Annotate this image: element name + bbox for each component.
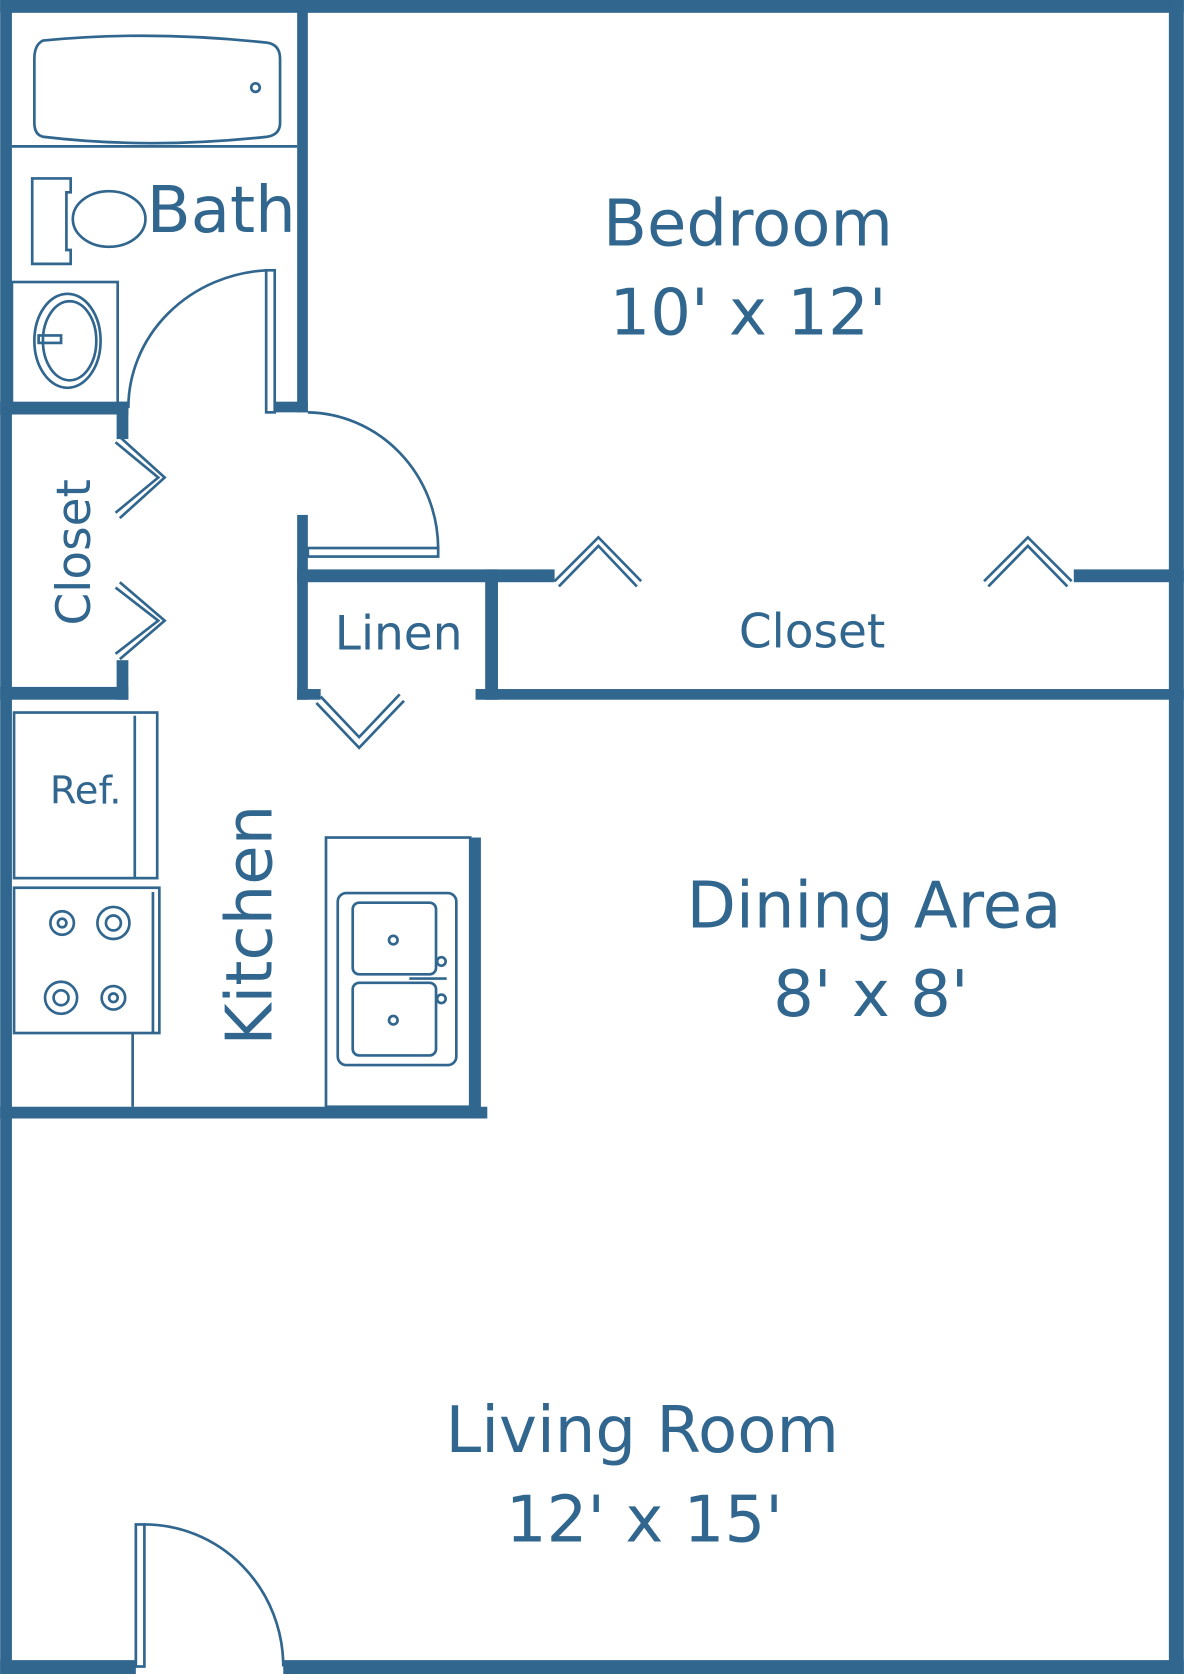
outer-wall-top [0, 0, 1184, 13]
front-door-swing [144, 1523, 285, 1667]
front-door-leaf[interactable] [134, 1523, 146, 1668]
linen-top-wall [297, 569, 555, 583]
outer-wall-bottom-right [283, 1660, 1184, 1674]
left-closet-bifold-bottom-inner [114, 586, 161, 655]
bedroom-closet-bifold-right-inner [987, 543, 1069, 588]
sink-bowl-bottom [351, 981, 438, 1057]
outer-wall-bottom-left [0, 1660, 136, 1674]
closet-top-wall-right [1073, 569, 1184, 583]
labels: Bath Bedroom 10' x 12' Closet Linen Clos… [47, 174, 1061, 1558]
range [12, 886, 161, 1035]
dining-label: Dining Area [687, 869, 1062, 943]
left-closet-bifold-bottom[interactable] [118, 581, 167, 661]
bedroom-closet-bifold-left-inner [557, 543, 638, 588]
burner-icon [96, 905, 131, 941]
linen-bottom-stub [297, 689, 321, 700]
kitchen-label: Kitchen [214, 805, 288, 1046]
vanity [10, 280, 120, 406]
linen-label: Linen [335, 607, 463, 662]
bath-door-leaf[interactable] [264, 268, 277, 414]
kitchen-sink [336, 891, 458, 1067]
sink-bowl-top [351, 901, 438, 976]
bedroom-closet-bifold-left[interactable] [553, 535, 643, 583]
bathtub [33, 34, 282, 145]
tub-drain [249, 81, 262, 94]
closet-jamb-top [116, 401, 129, 440]
faucet-icon [37, 334, 63, 345]
closet-jamb-bottom [116, 660, 129, 700]
burner-icon [104, 914, 123, 932]
dining-size: 8' x 8' [773, 958, 968, 1032]
bedroom-size: 10' x 12' [609, 276, 886, 350]
kitchen-fixtures [12, 711, 472, 1109]
kitchen-bottom-wall [0, 1106, 488, 1119]
bedroom-closet-bifold-right[interactable] [983, 535, 1073, 583]
burner-icon [52, 988, 70, 1007]
linen-bifold[interactable] [319, 693, 401, 740]
refrigerator-label: Ref. [50, 768, 122, 813]
living-size: 12' x 15' [506, 1484, 783, 1558]
bath-fixtures [10, 34, 298, 406]
bedroom-door-swing [307, 411, 440, 549]
bath-label: Bath [147, 174, 296, 248]
bath-sink-inner [41, 299, 98, 382]
left-closet-bottom-wall [0, 686, 129, 700]
bath-door-swing [127, 268, 267, 409]
bedroom-label: Bedroom [603, 188, 893, 262]
toilet-bowl [71, 189, 147, 249]
linen-left-wall [297, 514, 308, 700]
linen-bifold-inner [315, 699, 405, 750]
bath-sink-outer [33, 292, 102, 390]
outer-wall-right [1168, 0, 1184, 1674]
faucet-knob-icon [435, 955, 447, 968]
left-closet-bifold-top-inner [114, 441, 161, 514]
burner-icon [107, 992, 120, 1004]
bath-right-wall [297, 0, 308, 413]
burner-icon [49, 909, 76, 937]
outer-wall-left [0, 0, 12, 1674]
faucet-knob-icon [435, 993, 447, 1005]
drain-icon [387, 1014, 399, 1026]
living-label: Living Room [446, 1394, 839, 1468]
sink-counter-wall [470, 837, 481, 1119]
left-closet-bifold-top[interactable] [118, 435, 167, 520]
burner-icon [100, 984, 127, 1011]
drain-icon [387, 934, 399, 946]
left-closet-label: Closet [47, 479, 102, 625]
sink-counter [324, 836, 472, 1109]
linen-right-wall [485, 569, 498, 700]
toilet-tank [30, 177, 73, 266]
bedroom-door-leaf[interactable] [306, 546, 440, 558]
closet-bottom-wall [475, 689, 1184, 700]
refrigerator [12, 711, 159, 880]
burner-icon [56, 917, 68, 929]
doors [114, 268, 1073, 1668]
bath-door-stub [274, 401, 308, 413]
burner-icon [43, 980, 79, 1016]
bedroom-closet-label: Closet [739, 604, 885, 659]
